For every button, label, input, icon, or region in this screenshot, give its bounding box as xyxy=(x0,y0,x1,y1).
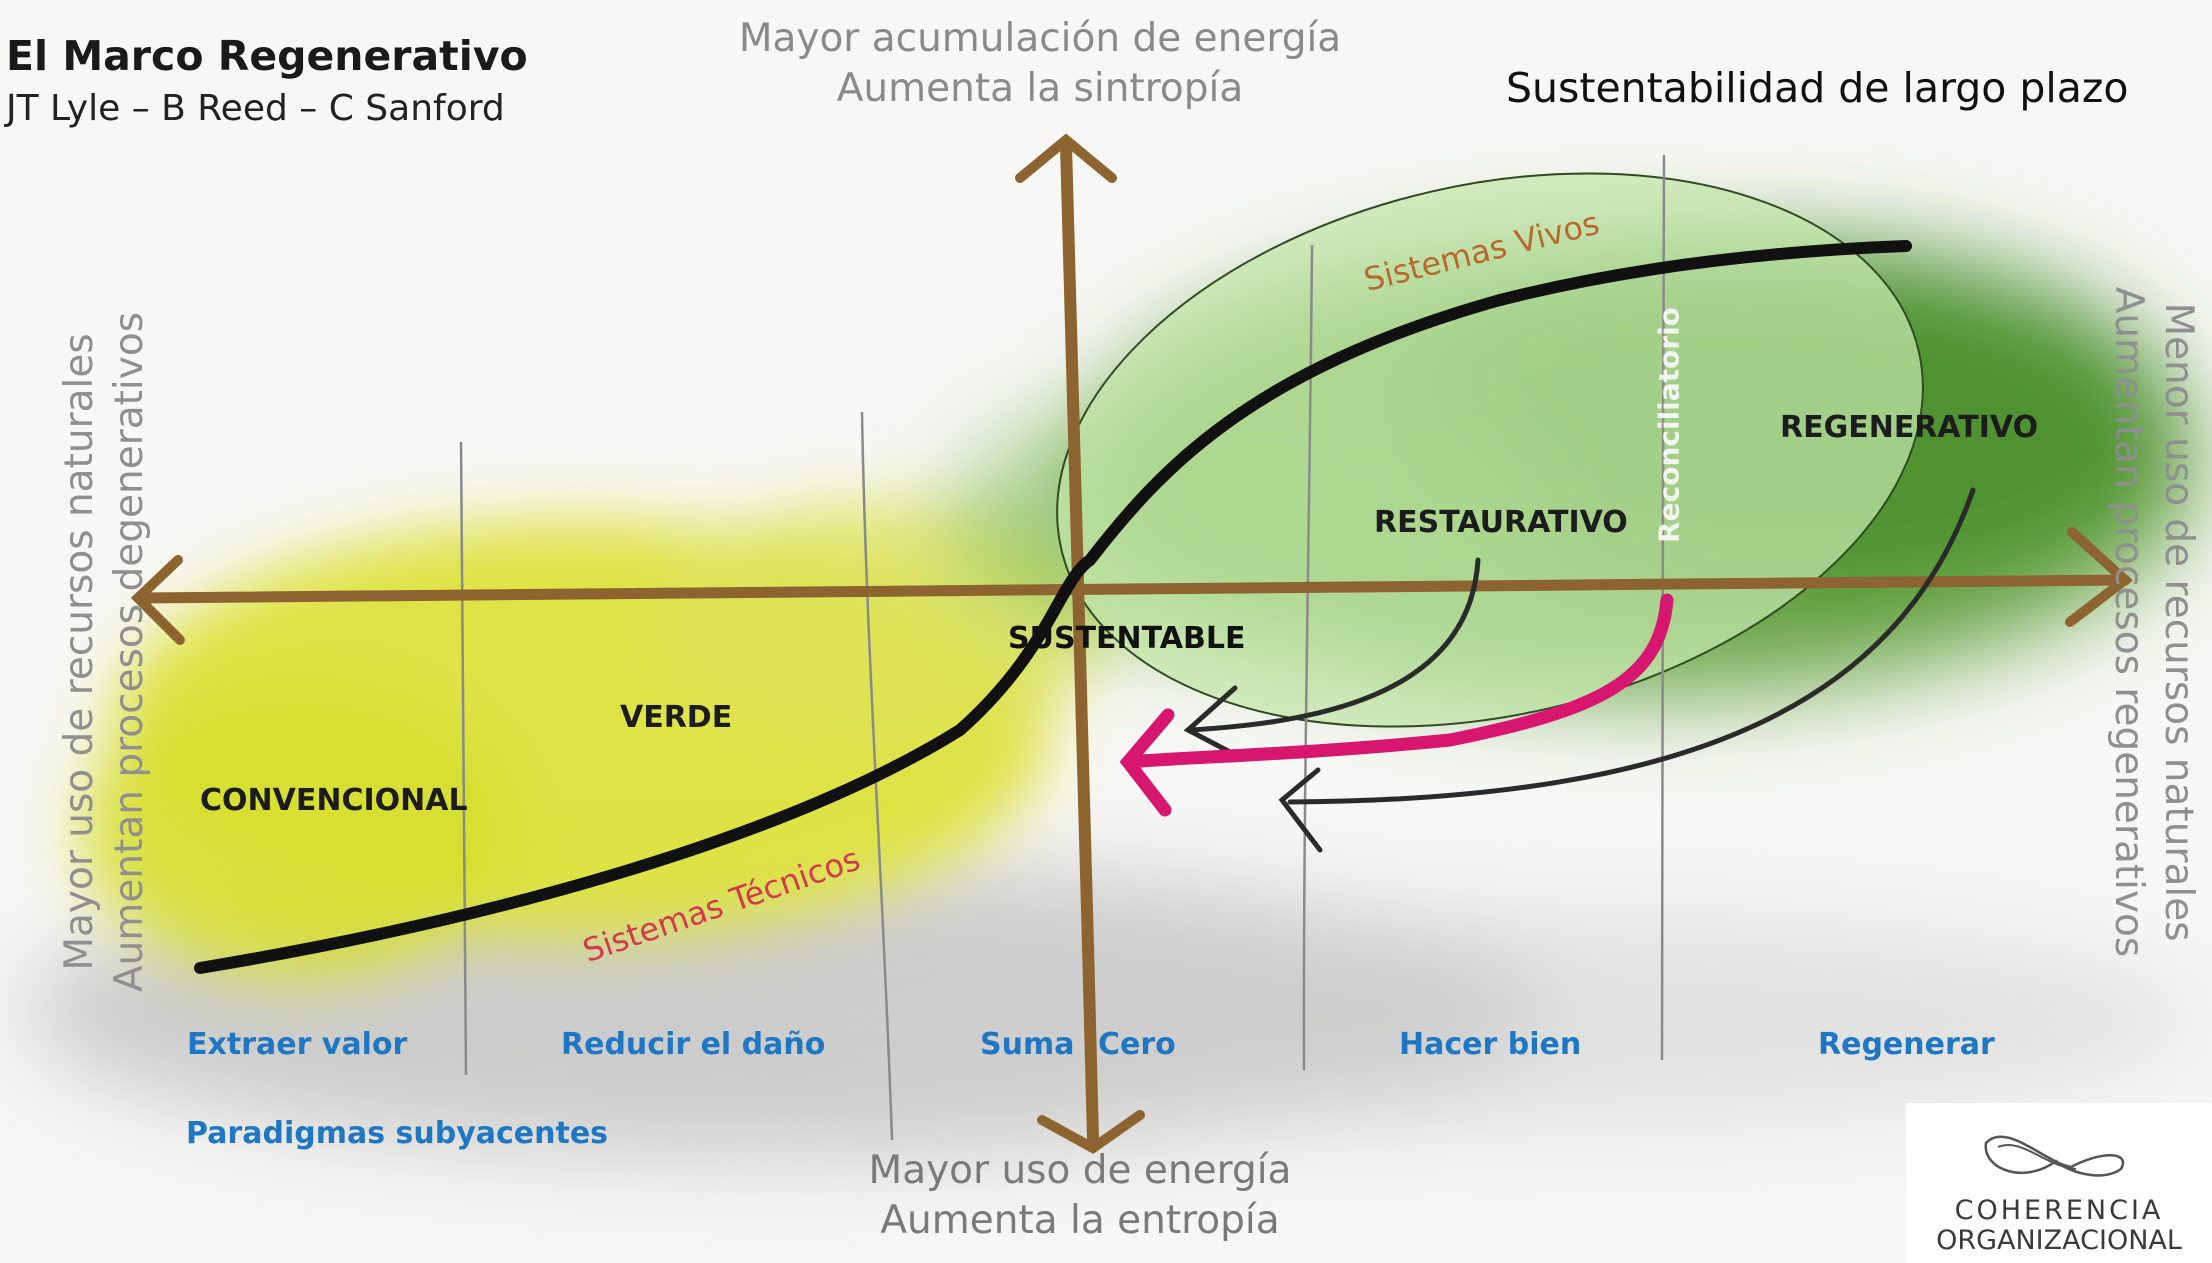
return-arrows xyxy=(1183,487,1976,853)
paradigm-hacer-bien: Hacer bien xyxy=(1399,1027,1582,1062)
diagram-title: El Marco Regenerativo xyxy=(6,32,528,80)
yellow-zone xyxy=(80,500,1110,980)
axis-top-line1: Mayor acumulación de energía xyxy=(738,16,1342,61)
paradigm-reducir-dano: Reducir el daño xyxy=(561,1027,826,1062)
axis-right-line1: Menor uso de recursos naturales xyxy=(2156,302,2201,942)
long-term-ellipse xyxy=(1056,172,1924,728)
axis-left-line1: Mayor uso de recursos naturales xyxy=(57,333,102,971)
logo-icon xyxy=(1984,1135,2125,1177)
stage-regenerativo: REGENERATIVO xyxy=(1780,410,2039,445)
stage-verde: VERDE xyxy=(620,700,733,735)
axis-top-label: Mayor acumulación de energía Aumenta la … xyxy=(700,14,1380,114)
paradigm-cero: Cero xyxy=(1098,1027,1176,1062)
logo-line1: COHERENCIA xyxy=(1954,1195,2164,1226)
diagram-authors: JT Lyle – B Reed – C Sanford xyxy=(6,88,505,129)
divider-line xyxy=(459,441,468,1076)
stage-sustentable: SUSTENTABLE xyxy=(1008,621,1246,656)
axis-right-line2: Aumentan procesos regenerativos xyxy=(2106,286,2151,958)
axis-top-line2: Aumenta la sintropía xyxy=(836,66,1244,111)
divider-line xyxy=(1302,244,1314,1071)
axis-bottom-label: Mayor uso de energía Aumenta la entropía xyxy=(760,1146,1400,1246)
paradigms-subyacentes-label: Paradigmas subyacentes xyxy=(186,1116,609,1151)
main-curve xyxy=(194,240,1912,974)
long-term-label: Sustentabilidad de largo plazo xyxy=(1506,64,2129,112)
axis-left-line2: Aumentan procesos degenerativos xyxy=(107,311,152,993)
magenta-arrow xyxy=(1119,593,1674,817)
vertical-axis xyxy=(1015,133,1145,1154)
logo-text: COHERENCIA ORGANIZACIONAL xyxy=(1906,1196,2212,1256)
logo-background xyxy=(1906,1103,2212,1263)
paradigm-suma: Suma xyxy=(980,1027,1075,1062)
paradigm-regenerar: Regenerar xyxy=(1818,1027,1995,1062)
axis-left-label: Mayor uso de recursos naturales Aumentan… xyxy=(55,282,155,1022)
stage-reconciliatorio: Reconciliatorio xyxy=(1652,307,1686,543)
axis-right-label: Menor uso de recursos naturales Aumentan… xyxy=(2103,272,2203,972)
stage-restaurativo: RESTAURATIVO xyxy=(1374,505,1628,540)
stage-convencional: CONVENCIONAL xyxy=(200,783,468,818)
axis-bottom-line2: Aumenta la entropía xyxy=(880,1198,1280,1243)
axis-bottom-line1: Mayor uso de energía xyxy=(868,1148,1292,1193)
logo-line2: ORGANIZACIONAL xyxy=(1936,1225,2182,1256)
horizontal-axis xyxy=(130,527,2133,645)
paradigm-extraer-valor: Extraer valor xyxy=(187,1027,408,1062)
